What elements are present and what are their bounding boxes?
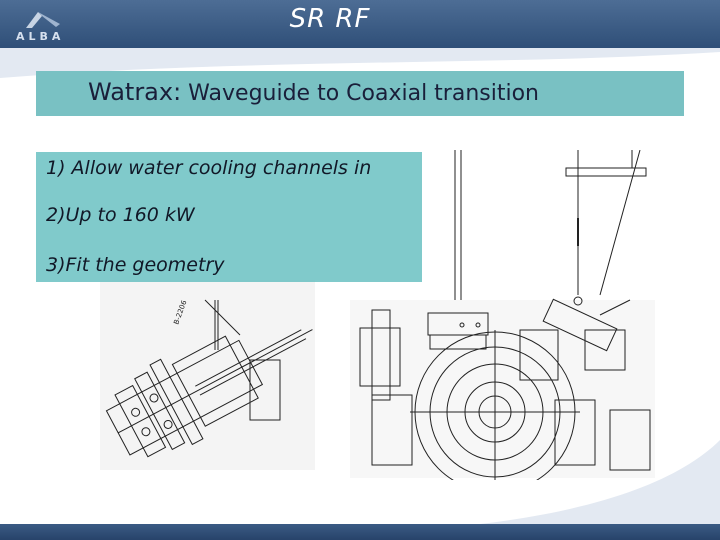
footer-bar <box>0 524 720 540</box>
header-bar: ALBA SR RF <box>0 0 720 48</box>
bullet-3: 3)Fit the geometry <box>46 254 225 276</box>
alba-logo: ALBA <box>16 12 64 43</box>
header-swoosh <box>0 48 720 78</box>
bullet-2: 2)Up to 160 kW <box>46 204 195 226</box>
technical-drawing: B-2206 <box>100 150 655 480</box>
logo-text: ALBA <box>16 30 64 43</box>
bullet-box <box>36 152 422 282</box>
footer-swoosh <box>480 440 720 524</box>
subtitle-rest: Waveguide to Coaxial transition <box>181 81 539 106</box>
subtitle: Watrax: Waveguide to Coaxial transition <box>88 78 539 112</box>
slide-title: SR RF <box>289 4 371 34</box>
subtitle-strong: Watrax: <box>88 78 182 106</box>
subtitle-box <box>36 71 684 116</box>
bullet-1: 1) Allow water cooling channels in <box>46 157 372 179</box>
